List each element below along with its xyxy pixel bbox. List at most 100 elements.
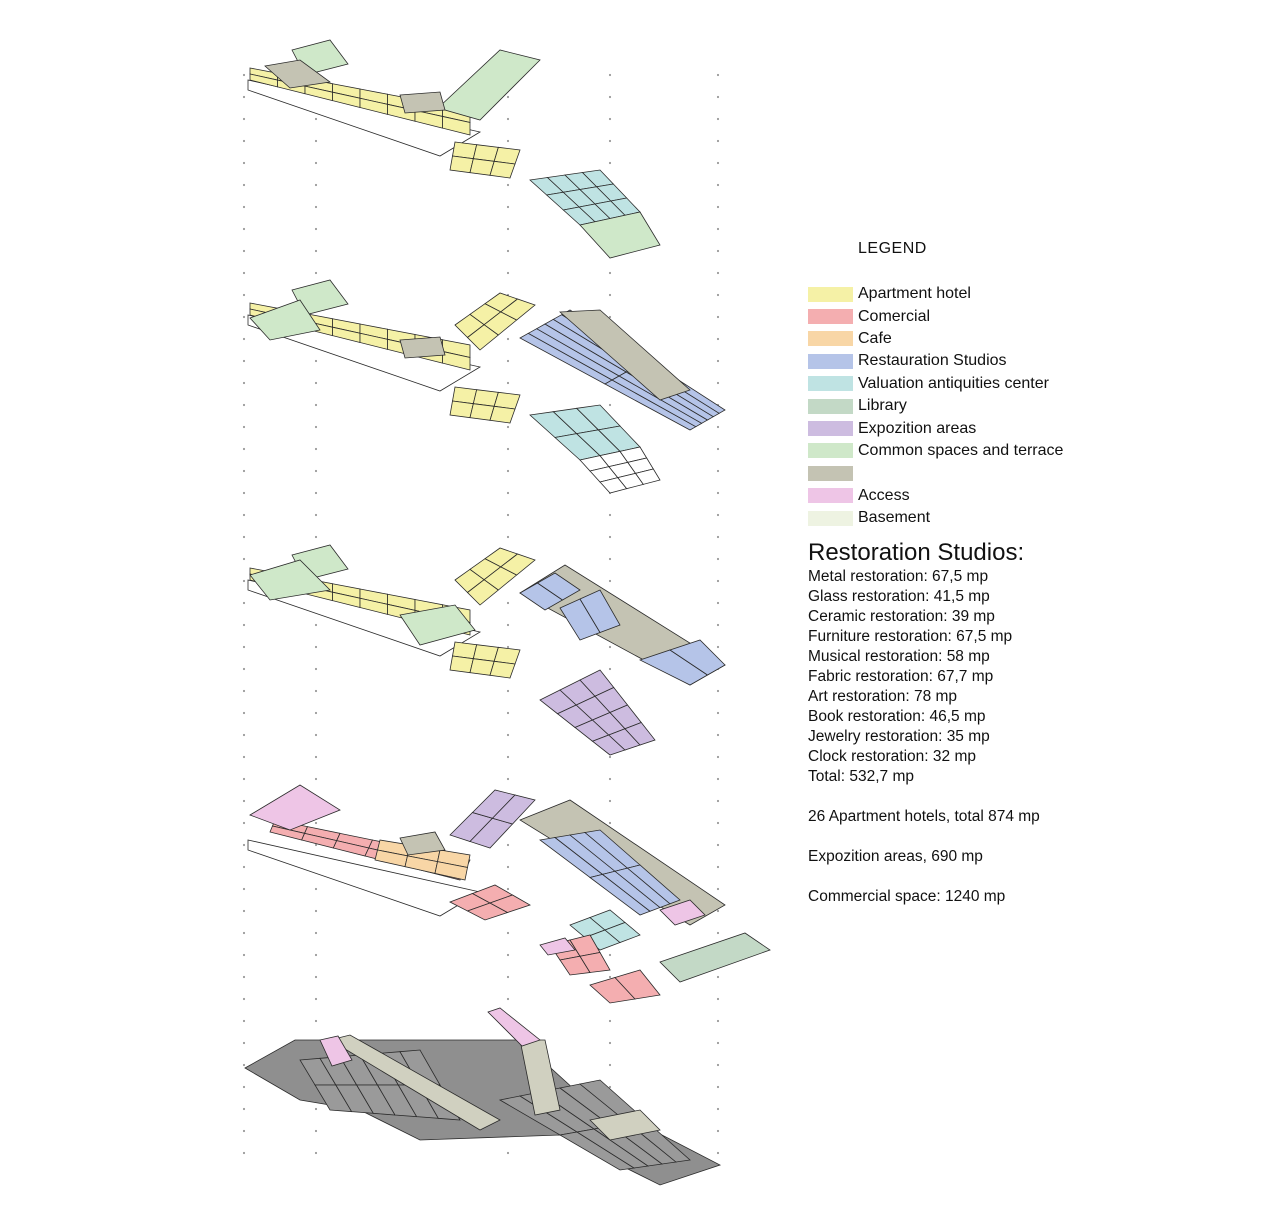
floor2-apartment (442, 350, 471, 371)
legend-item: Expozition areas (808, 417, 1063, 439)
guide-dot (608, 1019, 612, 1023)
guide-dot (608, 139, 612, 143)
guide-dot (314, 623, 318, 627)
floor2-apartment (449, 400, 474, 419)
guide-dot (506, 337, 510, 341)
guide-dot (506, 227, 510, 231)
guide-dot (716, 513, 720, 517)
guide-dot (242, 73, 246, 77)
guide-dot (314, 205, 318, 209)
guide-dot (506, 381, 510, 385)
guide-dot (716, 579, 720, 583)
guide-dot (506, 865, 510, 869)
guide-dot (716, 821, 720, 825)
guide-dot (716, 491, 720, 495)
guide-dot (716, 447, 720, 451)
guide-dot (242, 579, 246, 583)
guide-dot (716, 1085, 720, 1089)
floor4-access (249, 784, 341, 831)
floor3-apartment (500, 553, 536, 576)
guide-dot (716, 1129, 720, 1133)
guide-dot (506, 139, 510, 143)
legend-item: Common spaces and terrace (808, 440, 1063, 462)
guide-dot (314, 469, 318, 473)
guide-dot (506, 975, 510, 979)
floor4-commercial (489, 894, 531, 913)
guide-dot (608, 799, 612, 803)
guide-dot (506, 205, 510, 209)
guide-dot (608, 161, 612, 165)
guide-dot (716, 843, 720, 847)
guide-dot (716, 205, 720, 209)
basement-access (487, 1007, 541, 1047)
guide-dot (242, 403, 246, 407)
guide-dot (716, 645, 720, 649)
guide-dot (242, 557, 246, 561)
floor3-restauration (579, 589, 621, 633)
guide-dot (608, 73, 612, 77)
guide-dot (314, 425, 318, 429)
guide-dot (506, 755, 510, 759)
guide-dot (506, 953, 510, 957)
guide-dot (506, 733, 510, 737)
guide-dot (242, 1107, 246, 1111)
guide-dot (242, 1151, 246, 1155)
guide-dot (608, 293, 612, 297)
legend-title: LEGEND (858, 240, 927, 257)
summary-line: Expozition areas, 690 mp (808, 848, 983, 865)
guide-dot (314, 249, 318, 253)
guide-dot (314, 711, 318, 715)
legend-label: Access (858, 486, 910, 504)
guide-dot (314, 381, 318, 385)
summary-line: 26 Apartment hotels, total 874 mp (808, 808, 1040, 825)
guide-dot (314, 1019, 318, 1023)
guide-dot (314, 975, 318, 979)
guide-dot (242, 623, 246, 627)
guide-dot (242, 535, 246, 539)
guide-dot (716, 73, 720, 77)
guide-dot (314, 403, 318, 407)
guide-dot (506, 843, 510, 847)
guide-dot (242, 711, 246, 715)
guide-dot (242, 887, 246, 891)
guide-dot (716, 601, 720, 605)
guide-dot (716, 227, 720, 231)
floor3-restauration (669, 639, 726, 676)
guide-dot (314, 161, 318, 165)
guide-dot (242, 997, 246, 1001)
guide-dot (716, 865, 720, 869)
guide-dot (716, 623, 720, 627)
guide-dot (608, 95, 612, 99)
guide-dot (242, 843, 246, 847)
legend-item: Comercial (808, 305, 1063, 327)
basement-access (319, 1035, 353, 1067)
guide-dot (716, 183, 720, 187)
guide-dot (608, 755, 612, 759)
guide-dot (716, 975, 720, 979)
studio-entry: Metal restoration: 67,5 mp (808, 568, 989, 585)
summary-line: Commercial space: 1240 mp (808, 888, 1006, 905)
guide-dot (716, 1019, 720, 1023)
guide-dot (608, 645, 612, 649)
guide-dot (506, 535, 510, 539)
floor4-access (659, 899, 706, 926)
guide-dot (608, 953, 612, 957)
guide-dot (716, 909, 720, 913)
floor4-core (399, 831, 446, 856)
guide-dot (608, 271, 612, 275)
floor4-access (539, 937, 576, 956)
guide-dot (314, 931, 318, 935)
guide-dot (716, 161, 720, 165)
guide-dot (242, 425, 246, 429)
guide-dot (314, 513, 318, 517)
guide-dot (716, 139, 720, 143)
guide-dot (506, 425, 510, 429)
floor1-common (264, 59, 332, 89)
studio-entry: Art restoration: 78 mp (808, 688, 958, 705)
guide-dot (608, 535, 612, 539)
guide-dot (242, 821, 246, 825)
guide-dot (242, 667, 246, 671)
guide-dot (506, 601, 510, 605)
guide-dot (506, 887, 510, 891)
guide-dot (506, 711, 510, 715)
